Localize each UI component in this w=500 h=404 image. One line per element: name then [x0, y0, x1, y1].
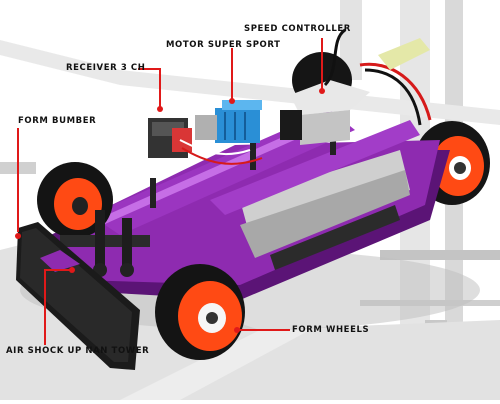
receiver	[148, 118, 263, 165]
motor-label: MOTOR SUPER SPORT	[166, 40, 281, 50]
front-bumper	[16, 222, 140, 370]
bumper-label: FORM BUMBER	[18, 116, 97, 126]
receiver-label: RECEIVER 3 CH	[66, 63, 146, 73]
receiver-leader	[138, 68, 161, 108]
wheels-label: FORM WHEELS	[292, 325, 370, 335]
front-right-wheel	[155, 264, 245, 360]
speed-controller-label: SPEED CONTROLLER	[244, 24, 351, 34]
callout-dots	[15, 88, 325, 333]
motor	[195, 100, 262, 143]
speed-controller	[280, 28, 432, 145]
shock-tower-label: AIR SHOCK UP NAN TOWER	[6, 346, 150, 356]
callout-lines	[17, 38, 323, 345]
front-left-wheel	[37, 162, 113, 238]
chassis	[40, 110, 450, 300]
shock-tower-leader	[44, 269, 70, 345]
